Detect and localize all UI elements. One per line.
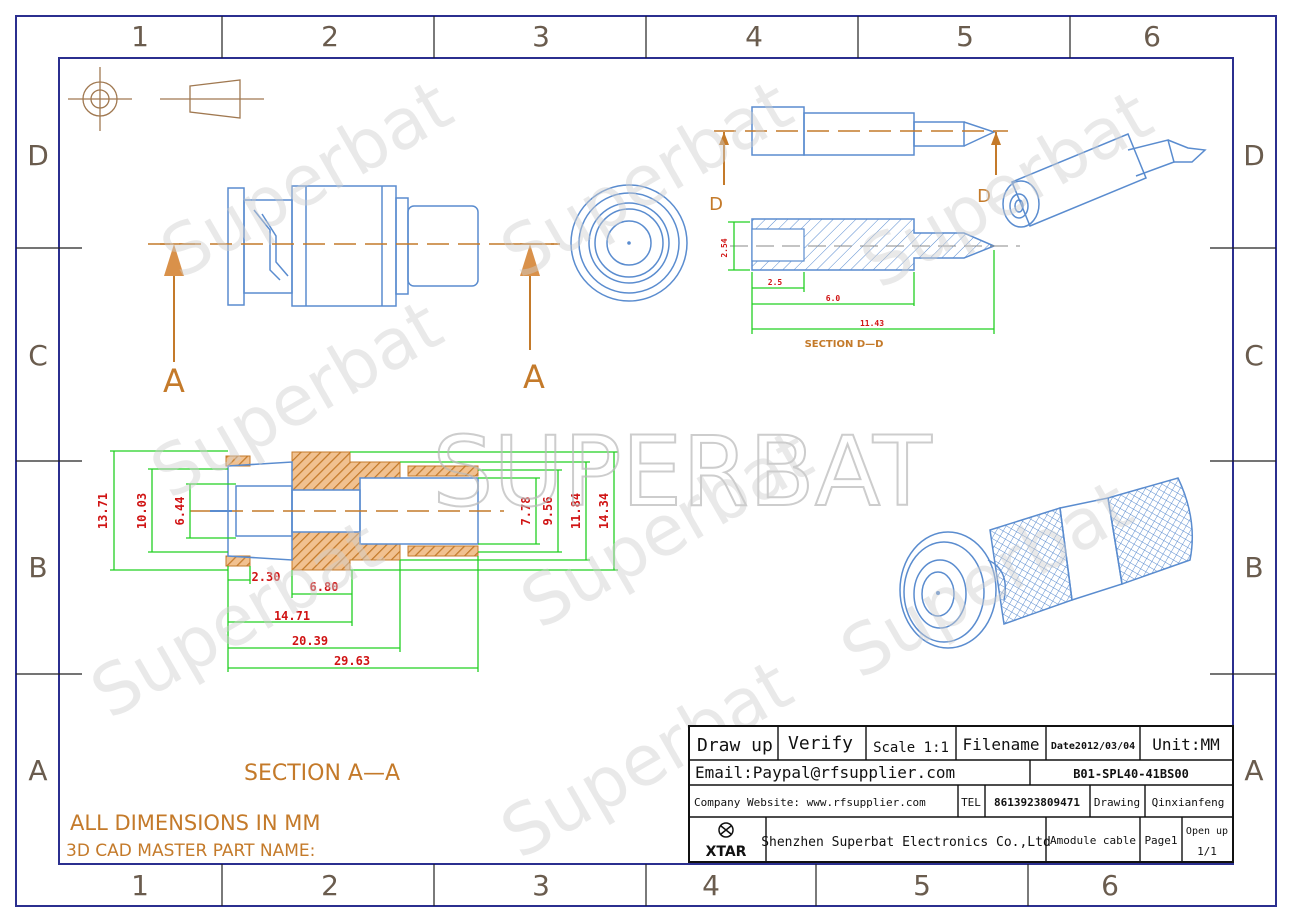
- zone-col-bottom-2: 2: [321, 869, 339, 902]
- section-dd: 2.5 6.0 11.43 2.54 SECTION D—D: [720, 218, 1020, 350]
- tb-email: Email:Paypal@rfsupplier.com: [695, 763, 955, 782]
- zone-col-top-1: 1: [131, 20, 149, 53]
- dd-dim-2-5: 2.5: [768, 278, 783, 287]
- dim-11-84: 11.84: [569, 493, 583, 529]
- zone-col-top-2: 2: [321, 20, 339, 53]
- dim-2-30: 2.30: [252, 570, 281, 584]
- tb-part-number: B01-SPL40-41BS00: [1073, 767, 1189, 781]
- zone-row-left-b: B: [28, 551, 47, 584]
- section-dd-title: SECTION D—D: [805, 339, 884, 350]
- dim-13-71: 13.71: [96, 493, 110, 529]
- zone-labels: 1 2 3 4 5 6 1 2 3 4 5 6 D C B A D C B A: [27, 20, 1265, 902]
- tb-website: Company Website: www.rfsupplier.com: [694, 796, 926, 809]
- dd-dim-6-0: 6.0: [826, 294, 841, 303]
- zone-row-right-c: C: [1244, 339, 1264, 372]
- dim-20-39: 20.39: [292, 634, 328, 648]
- pin-side-view: D D: [709, 106, 1008, 215]
- tb-logo-text: XTAR: [706, 844, 747, 860]
- tb-date: Date2012/03/04: [1051, 741, 1135, 752]
- tb-company: Shenzhen Superbat Electronics Co.,Ltd: [761, 835, 1051, 850]
- side-view: [148, 185, 560, 307]
- tb-drawer: Qinxianfeng: [1152, 796, 1225, 809]
- projection-symbol: [68, 67, 264, 131]
- tb-page: Page1: [1144, 834, 1177, 847]
- cut-label-d-right: D: [977, 186, 991, 207]
- cut-label-a-right: A: [523, 358, 545, 396]
- dim-6-44: 6.44: [173, 497, 187, 526]
- zone-col-top-6: 6: [1143, 20, 1161, 53]
- end-view: [570, 184, 688, 302]
- zone-col-top-3: 3: [532, 20, 550, 53]
- cut-label-a-left: A: [163, 362, 185, 400]
- zone-row-left-d: D: [27, 139, 49, 172]
- zone-col-bottom-1: 1: [131, 869, 149, 902]
- zone-col-bottom-6: 6: [1101, 869, 1119, 902]
- zone-row-right-d: D: [1243, 139, 1265, 172]
- tb-product: Amodule cable: [1050, 834, 1136, 847]
- tb-verify: Verify: [788, 733, 853, 754]
- xtar-logo-icon: XTAR: [706, 822, 747, 860]
- tb-open-up: Open up: [1186, 826, 1228, 837]
- section-aa-title: SECTION A—A: [244, 761, 400, 786]
- pin-iso-view: [1002, 133, 1207, 228]
- dim-7-78: 7.78: [519, 497, 533, 526]
- zone-row-left-c: C: [28, 339, 48, 372]
- tb-unit: Unit:MM: [1152, 735, 1219, 754]
- tb-sheet: 1/1: [1197, 845, 1217, 858]
- dim-6-80: 6.80: [310, 580, 339, 594]
- zone-grid: [16, 16, 1276, 906]
- zone-row-right-a: A: [1244, 754, 1263, 787]
- zone-row-left-a: A: [28, 754, 47, 787]
- zone-col-top-5: 5: [956, 20, 974, 53]
- dim-29-63: 29.63: [334, 654, 370, 668]
- dim-14-34: 14.34: [597, 493, 611, 529]
- watermark-main: SUPERBAT: [432, 416, 932, 528]
- note-dimensions: ALL DIMENSIONS IN MM: [70, 811, 320, 835]
- zone-row-right-b: B: [1244, 551, 1263, 584]
- section-aa-cut-arrows: A A: [163, 243, 554, 400]
- title-block: Draw up Verify Scale 1:1 Filename Date20…: [688, 725, 1234, 863]
- zone-col-bottom-3: 3: [532, 869, 550, 902]
- note-cad-part: 3D CAD MASTER PART NAME:: [66, 841, 315, 861]
- section-aa-dimensions: 13.71 10.03 6.44 7.78 9.56 11.84 14.34 2…: [96, 450, 618, 672]
- tb-draw-up: Draw up: [697, 735, 773, 756]
- zone-col-top-4: 4: [745, 20, 763, 53]
- cut-label-d-left: D: [709, 194, 723, 215]
- tb-filename: Filename: [962, 735, 1039, 754]
- dim-14-71: 14.71: [274, 609, 310, 623]
- tb-tel: 8613923809471: [994, 796, 1080, 809]
- tb-drawing-label: Drawing: [1094, 796, 1140, 809]
- zone-col-bottom-5: 5: [913, 869, 931, 902]
- dim-9-56: 9.56: [541, 497, 555, 526]
- dd-dim-11-43: 11.43: [860, 319, 884, 328]
- zone-col-bottom-4: 4: [702, 869, 720, 902]
- dd-dim-2-54: 2.54: [720, 238, 729, 257]
- tb-scale: Scale 1:1: [873, 740, 949, 756]
- tb-tel-label: TEL: [961, 796, 981, 809]
- dim-10-03: 10.03: [135, 493, 149, 529]
- connector-iso-view: [899, 477, 1194, 649]
- watermark-repeat-7: Superbat: [78, 504, 396, 735]
